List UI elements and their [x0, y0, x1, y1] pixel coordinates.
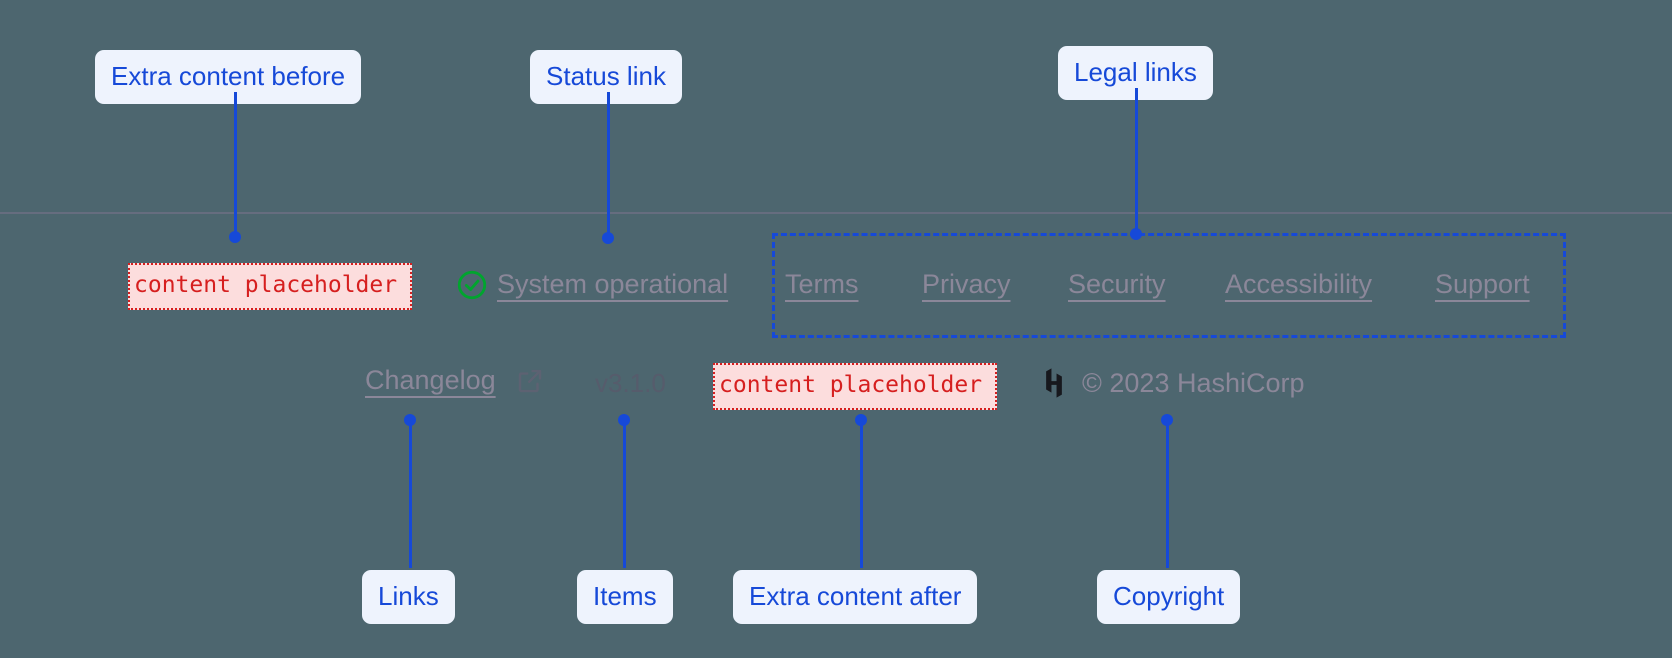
check-circle-icon — [455, 268, 489, 302]
external-link-icon[interactable] — [515, 366, 545, 396]
leader-dot-status-link — [602, 232, 614, 244]
legal-link-support[interactable]: Support — [1435, 269, 1530, 299]
footer-top-divider — [0, 212, 1672, 214]
legal-link-accessibility[interactable]: Accessibility — [1225, 269, 1373, 299]
status-link[interactable]: System operational — [497, 269, 729, 299]
leader-line-extra-content-before — [234, 92, 237, 236]
legal-link-terms[interactable]: Terms — [785, 269, 859, 299]
callout-status-link: Status link — [530, 50, 682, 104]
leader-line-status-link — [607, 92, 610, 236]
callout-extra-content-after: Extra content after — [733, 570, 978, 624]
callout-copyright: Copyright — [1097, 570, 1241, 624]
callout-links: Links — [362, 570, 455, 624]
leader-line-items — [623, 420, 626, 568]
leader-dot-legal-links — [1130, 228, 1142, 240]
leader-line-copyright — [1166, 420, 1169, 568]
leader-line-legal-links — [1135, 88, 1138, 233]
leader-dot-extra-content-before — [229, 231, 241, 243]
legal-link-privacy[interactable]: Privacy — [922, 269, 1011, 299]
legal-link-security[interactable]: Security — [1068, 269, 1166, 299]
leader-line-links — [409, 420, 412, 568]
changelog-link[interactable]: Changelog — [365, 365, 496, 395]
legal-links-region-outline — [772, 233, 1566, 338]
copyright-text: © 2023 HashiCorp — [1082, 368, 1305, 398]
callout-extra-content-before: Extra content before — [95, 50, 362, 104]
version-label: v3.1.0 — [595, 368, 666, 398]
leader-line-extra-content-after — [860, 420, 863, 568]
extra-content-before-placeholder: content placeholder — [128, 263, 412, 310]
extra-content-after-placeholder: content placeholder — [713, 363, 997, 410]
callout-items: Items — [577, 570, 673, 624]
hashicorp-logo-icon — [1037, 366, 1071, 400]
